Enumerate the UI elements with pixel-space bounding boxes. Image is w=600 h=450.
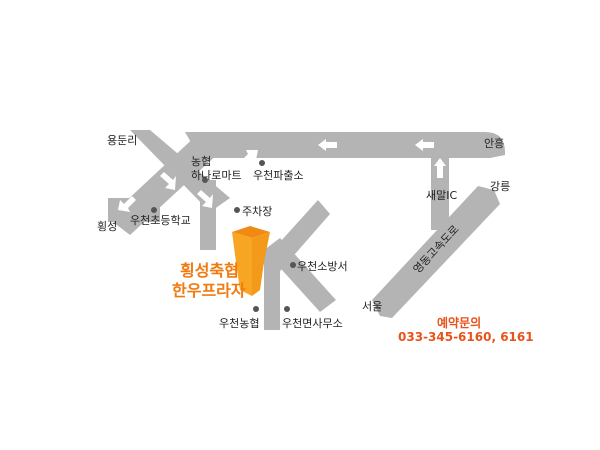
- location-dot-icon: [234, 207, 240, 213]
- label-anheung: 안흥: [484, 136, 504, 150]
- label-saemal-ic: 새말IC: [426, 189, 457, 202]
- label-nonghyup-line1: 농협: [191, 155, 211, 168]
- road-saemal-connector: [431, 150, 449, 230]
- location-dot-icon: [290, 262, 296, 268]
- arrow-diagonal-icon: [240, 150, 258, 166]
- destination-label: 횡성축협 한우프라자: [172, 261, 246, 300]
- arrow-diagonal-icon: [118, 196, 136, 212]
- road-top: [185, 132, 505, 158]
- label-seoul: 서울: [362, 300, 382, 313]
- location-dot-icon: [253, 306, 259, 312]
- arrow-diagonal-icon: [197, 190, 213, 208]
- label-police-box: 우천파출소: [253, 168, 304, 182]
- road-expressway: [372, 186, 500, 318]
- location-markers: [151, 160, 296, 312]
- contact-info: 예약문의 033-345-6160, 6161: [398, 315, 534, 344]
- label-nonghyup-line2: 하나로마트: [191, 168, 242, 182]
- destination-line2: 한우프라자: [172, 281, 246, 300]
- label-gangneung: 강릉: [490, 180, 510, 193]
- road-diagonal-right-down: [264, 238, 336, 312]
- location-dot-icon: [284, 306, 290, 312]
- building-top: [232, 226, 270, 238]
- contact-phone: 033-345-6160, 6161: [398, 330, 534, 344]
- arrow-up-icon: [434, 158, 446, 178]
- location-dot-icon: [202, 177, 208, 183]
- label-parking: 주차장: [242, 205, 272, 218]
- building-body-left: [232, 232, 252, 296]
- label-yongduri: 용둔리: [107, 134, 137, 147]
- building-icon: [232, 226, 270, 296]
- location-dot-icon: [151, 207, 157, 213]
- label-woocheon-nonghyup: 우천농협: [219, 316, 259, 330]
- label-hoengseong: 횡성: [97, 220, 117, 233]
- road-vertical-left: [200, 180, 216, 250]
- arrow-diagonal-icon: [160, 172, 176, 190]
- destination-line1: 횡성축협: [180, 261, 239, 280]
- arrow-left-icon: [415, 139, 434, 151]
- label-fire-station: 우천소방서: [297, 259, 348, 273]
- arrow-left-icon: [318, 139, 337, 151]
- location-dot-icon: [259, 160, 265, 166]
- label-township-office: 우천면사무소: [282, 316, 343, 330]
- direction-arrows: [118, 139, 446, 212]
- contact-title: 예약문의: [437, 315, 481, 330]
- roads: [108, 130, 505, 330]
- label-elementary-school: 우천초등학교: [130, 213, 191, 227]
- building-body-right: [252, 232, 270, 296]
